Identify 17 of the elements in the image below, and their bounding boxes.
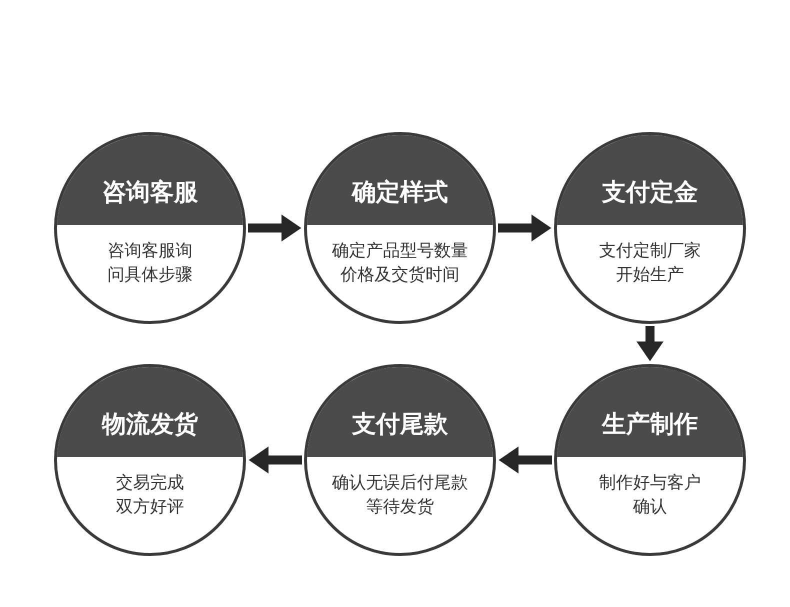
step-description: 交易完成双方好评 (115, 472, 185, 519)
step-title: 确定样式 (350, 177, 449, 207)
step-description: 支付定制厂家开始生产 (598, 240, 702, 287)
step-title: 物流发货 (100, 409, 199, 439)
arrow (498, 446, 552, 474)
step-description: 咨询客服询问具体步骤 (106, 240, 194, 287)
step-description: 制作好与客户确认 (598, 472, 702, 519)
arrow (248, 214, 302, 242)
arrow (248, 446, 302, 474)
arrow (498, 214, 552, 242)
step-description: 确认无误后付尾款等待发货 (331, 472, 469, 519)
step-title: 支付定金 (600, 177, 699, 207)
step-title: 咨询客服 (101, 177, 199, 207)
step-title: 生产制作 (600, 409, 699, 439)
arrow (636, 326, 664, 362)
step-description: 确定产品型号数量价格及交货时间 (331, 240, 469, 287)
step-title: 支付尾款 (350, 409, 449, 439)
